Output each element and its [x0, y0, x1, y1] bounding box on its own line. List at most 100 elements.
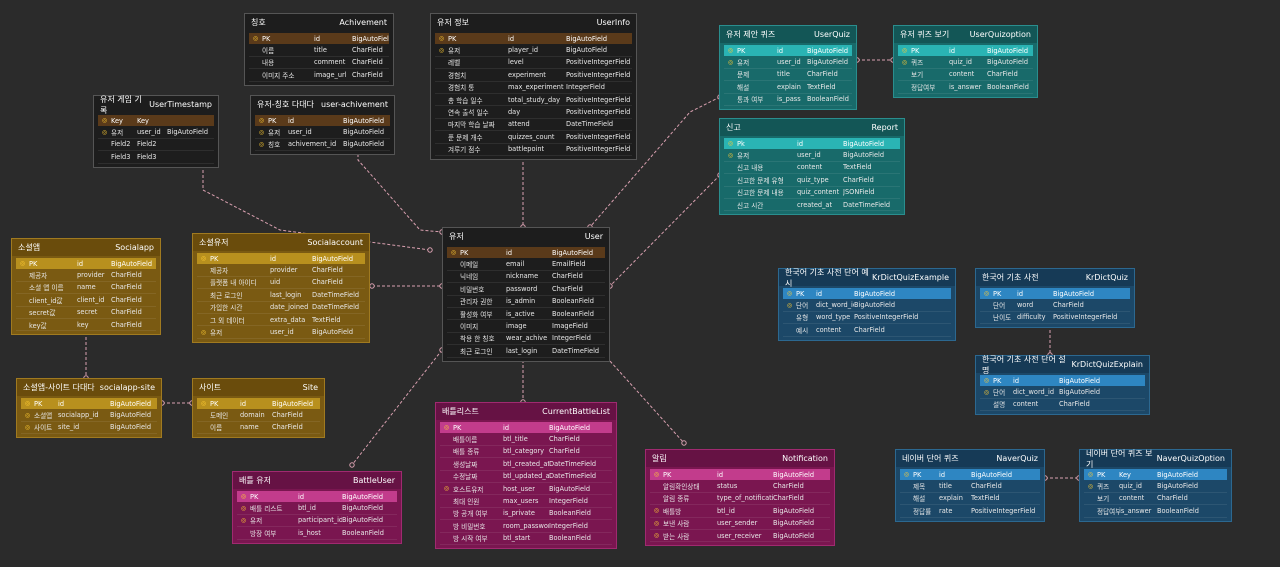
field-row[interactable]: ◎퀴즈quiz_idBigAutoField: [1084, 480, 1227, 493]
primary-key-row[interactable]: ◎PKidBigAutoField: [980, 375, 1145, 387]
field-row[interactable]: 제목titleCharField: [900, 480, 1040, 493]
field-row[interactable]: 닉네임nicknameCharField: [447, 271, 605, 284]
field-row[interactable]: 정답여부is_answerBooleanField: [898, 81, 1033, 94]
field-row[interactable]: 소셜 앱 이름nameCharField: [16, 282, 156, 295]
field-row[interactable]: ◎퀴즈quiz_idBigAutoField: [898, 56, 1033, 69]
field-row[interactable]: 도메인domainCharField: [197, 409, 320, 422]
table-achievement[interactable]: 칭호Achivement ◎PKidBigAutoField이름titleChar…: [244, 13, 394, 86]
table-header[interactable]: 칭호Achivement: [245, 14, 393, 31]
field-row[interactable]: 해설explainTextField: [724, 81, 852, 94]
field-row[interactable]: 푼 문제 개수quizzes_countPositiveIntegerField: [435, 131, 632, 144]
field-row[interactable]: 배틀이름btl_titleCharField: [440, 433, 612, 446]
field-row[interactable]: 착용 한 칭호wear_achiveIntegerField: [447, 333, 605, 346]
field-row[interactable]: 최근 로그인last_loginDateTimeField: [447, 345, 605, 358]
table-header[interactable]: 네이버 단어 퀴즈NaverQuiz: [896, 450, 1044, 467]
primary-key-row[interactable]: ◎PKidBigAutoField: [724, 45, 852, 57]
field-row[interactable]: ◎유저participant_idBigAutoField: [237, 515, 397, 528]
field-row[interactable]: ◎단어dict_word_idBigAutoField: [783, 299, 951, 312]
field-row[interactable]: 이메일emailEmailField: [447, 258, 605, 271]
field-row[interactable]: ◎소셜앱socialapp_idBigAutoField: [21, 409, 157, 422]
field-row[interactable]: ◎받는 사람user_receiverBigAutoField: [650, 530, 830, 543]
field-row[interactable]: 방 공개 여부is_privateBooleanField: [440, 508, 612, 521]
field-row[interactable]: 신고한 문제 내용quiz_contentJSONField: [724, 187, 900, 199]
table-header[interactable]: 한국어 기초 사전 단어 설명KrDictQuizExplain: [976, 355, 1149, 375]
field-row[interactable]: 총 학습 일수total_study_dayPositiveIntegerFie…: [435, 94, 632, 107]
table-header[interactable]: 배틀 유저BattleUser: [233, 472, 401, 489]
field-row[interactable]: 설명contentCharField: [980, 399, 1145, 412]
field-row[interactable]: ◎유저user_idBigAutoField: [98, 126, 214, 139]
table-header[interactable]: 유저-칭호 다대다user-achivement: [251, 96, 394, 113]
field-row[interactable]: 방 시작 여부btl_startBooleanField: [440, 533, 612, 545]
field-row[interactable]: secret값secretCharField: [16, 307, 156, 319]
field-row[interactable]: ◎유저user_idBigAutoField: [724, 149, 900, 162]
field-row[interactable]: 생성날짜btl_created_atDateTimeField: [440, 458, 612, 471]
primary-key-row[interactable]: ◎PKidBigAutoField: [16, 258, 156, 270]
field-row[interactable]: ◎유저user_idBigAutoField: [197, 326, 365, 339]
field-row[interactable]: 이미지imageImageField: [447, 320, 605, 333]
primary-key-row[interactable]: ◎PKKeyBigAutoField: [1084, 469, 1227, 481]
table-header[interactable]: 네이버 단어 퀴즈 보기NaverQuizOption: [1080, 449, 1231, 469]
primary-key-row[interactable]: ◎PKidBigAutoField: [898, 45, 1033, 57]
field-row[interactable]: 방장 여부is_hostBooleanField: [237, 527, 397, 540]
table-header[interactable]: 유저 정보UserInfo: [431, 14, 636, 31]
table-socialapp[interactable]: 소셜앱Socialapp◎PKidBigAutoField제공자provider…: [11, 238, 161, 336]
field-row[interactable]: 연속 출석 일수dayPositiveIntegerField: [435, 106, 632, 119]
field-row[interactable]: 문제titleCharField: [724, 69, 852, 82]
primary-key-row[interactable]: ◎KeyKey: [98, 115, 214, 127]
field-row[interactable]: 경험치experimentPositiveIntegerField: [435, 69, 632, 82]
table-usertimestamp[interactable]: 유저 게임 기록UserTimestamp◎KeyKey◎유저user_idBi…: [93, 95, 219, 168]
field-row[interactable]: 최대 인원max_usersIntegerField: [440, 495, 612, 508]
primary-key-row[interactable]: ◎PKidBigAutoField: [21, 398, 157, 410]
primary-key-row[interactable]: ◎PKidBigAutoField: [237, 491, 397, 503]
table-krdictquizexplain[interactable]: 한국어 기초 사전 단어 설명KrDictQuizExplain◎PKidBig…: [975, 355, 1150, 416]
table-userquizoption[interactable]: 유저 퀴즈 보기UserQuizoption ◎PKidBigAutoField◎…: [893, 25, 1038, 98]
table-header[interactable]: 한국어 기초 사전KrDictQuiz: [976, 269, 1134, 286]
field-row[interactable]: 비밀번호passwordCharField: [447, 283, 605, 296]
field-row[interactable]: 알림 종류type_of_notificationCharField: [650, 493, 830, 506]
field-row[interactable]: ◎배틀 리스트btl_idBigAutoField: [237, 502, 397, 515]
field-row[interactable]: 겨루기 점수battlepointPositiveIntegerField: [435, 144, 632, 156]
field-row[interactable]: 제공자providerCharField: [197, 264, 365, 277]
table-header[interactable]: 배틀리스트CurrentBattleList: [436, 403, 616, 420]
field-row[interactable]: 마지막 학습 날짜attendDateTimeField: [435, 119, 632, 132]
table-header[interactable]: 유저 제안 퀴즈UserQuiz: [720, 26, 856, 43]
table-notification[interactable]: 알림Notification◎PKidBigAutoField알림확인상태sta…: [645, 449, 835, 547]
table-battleuser[interactable]: 배틀 유저BattleUser ◎PKidBigAutoField◎배틀 리스트b…: [232, 471, 402, 544]
table-socialappsite[interactable]: 소셜앱-사이트 다대다socialapp-site◎PKidBigAutoFie…: [16, 378, 162, 439]
table-header[interactable]: 신고Report: [720, 119, 904, 136]
table-user[interactable]: 유저User ◎PKidBigAutoField이메일emailEmailFiel…: [442, 227, 610, 362]
primary-key-row[interactable]: ◎PKidBigAutoField: [197, 398, 320, 410]
field-row[interactable]: 보기contentCharField: [898, 69, 1033, 82]
field-row[interactable]: 통과 여부is_passBooleanField: [724, 94, 852, 106]
field-row[interactable]: ◎유저user_idBigAutoField: [724, 56, 852, 69]
table-currentbattlelist[interactable]: 배틀리스트CurrentBattleList◎PKidBigAutoField배…: [435, 402, 617, 549]
table-naverquizoption[interactable]: 네이버 단어 퀴즈 보기NaverQuizOption◎PKKeyBigAuto…: [1079, 449, 1232, 522]
field-row[interactable]: 보기contentCharField: [1084, 493, 1227, 506]
field-row[interactable]: 활성화 여부is_activeBooleanField: [447, 308, 605, 321]
primary-key-row[interactable]: ◎PKidBigAutoField: [249, 33, 389, 45]
primary-key-row[interactable]: ◎PKidBigAutoField: [447, 247, 605, 259]
table-userachivement[interactable]: 유저-칭호 다대다user-achivement ◎PKidBigAutoFiel…: [250, 95, 395, 156]
field-row[interactable]: client_id값client_idCharField: [16, 294, 156, 307]
field-row[interactable]: Field2Field2: [98, 139, 214, 152]
field-row[interactable]: ◎사이트site_idBigAutoField: [21, 422, 157, 435]
field-row[interactable]: 플랫폼 내 아이디uidCharField: [197, 277, 365, 290]
field-row[interactable]: 그 외 데이터extra_dataTextField: [197, 314, 365, 327]
primary-key-row[interactable]: ◎PKidBigAutoField: [255, 115, 390, 127]
field-row[interactable]: 유형word_typePositiveIntegerField: [783, 312, 951, 325]
field-row[interactable]: Field3Field3: [98, 151, 214, 164]
table-header[interactable]: 유저 퀴즈 보기UserQuizoption: [894, 26, 1037, 43]
primary-key-row[interactable]: ◎PKidBigAutoField: [783, 288, 951, 300]
table-naverquiz[interactable]: 네이버 단어 퀴즈NaverQuiz◎PKidBigAutoField제목tit…: [895, 449, 1045, 522]
table-report[interactable]: 신고Report◎PkidBigAutoField◎유저user_idBigAu…: [719, 118, 905, 216]
field-row[interactable]: 예시contentCharField: [783, 324, 951, 337]
field-row[interactable]: 제공자providerCharField: [16, 269, 156, 282]
field-row[interactable]: 이미지 주소image_urlCharField: [249, 69, 389, 82]
table-header[interactable]: 알림Notification: [646, 450, 834, 467]
field-row[interactable]: key값keyCharField: [16, 319, 156, 332]
field-row[interactable]: 레벨levelPositiveIntegerField: [435, 57, 632, 70]
field-row[interactable]: 이름titleCharField: [249, 44, 389, 57]
table-header[interactable]: 유저User: [443, 228, 609, 245]
field-row[interactable]: ◎보낸 사람user_senderBigAutoField: [650, 518, 830, 530]
field-row[interactable]: 내용commentCharField: [249, 57, 389, 70]
